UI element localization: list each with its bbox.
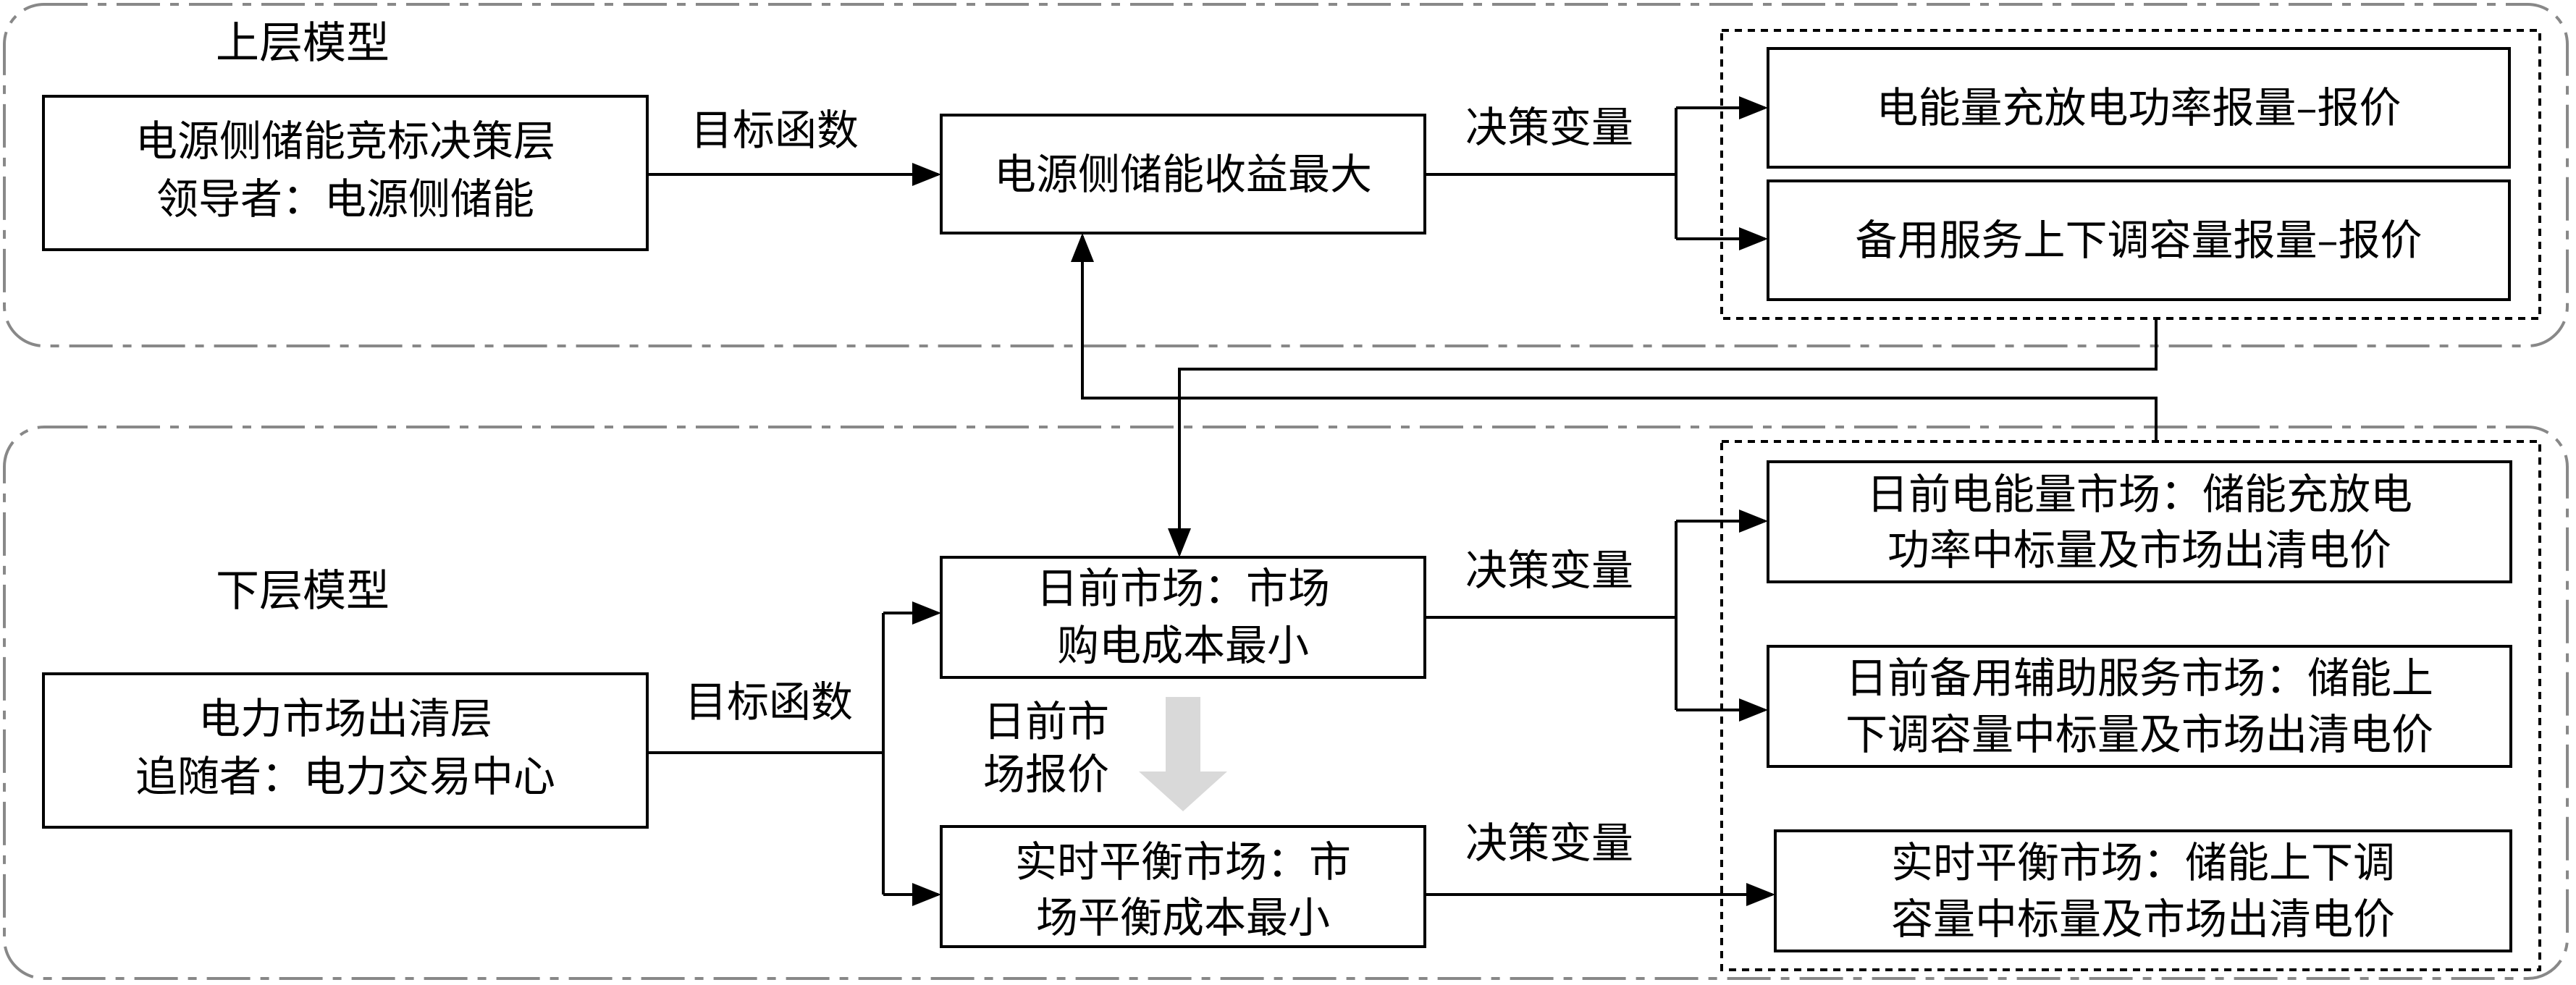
follower-box	[42, 672, 649, 829]
lower-model-title: 下层模型	[216, 566, 390, 617]
upper-to-lower-arrow	[1168, 318, 2158, 557]
lower-output-box-2	[1767, 645, 2512, 768]
follower-box-line2: 追随者：电力交易中心	[135, 752, 555, 801]
realtime-market-box	[940, 825, 1426, 948]
upper-objective-label: 目标函数	[691, 106, 859, 155]
lower-decision-label-2: 决策变量	[1465, 819, 1633, 868]
upper-model-region	[3, 3, 2569, 347]
lower-output-1-line1: 日前电能量市场：储能充放电	[1866, 470, 2412, 519]
lower-output-1-line2: 功率中标量及市场出清电价	[1887, 525, 2391, 575]
lower-model-region	[3, 426, 2569, 980]
bid-handoff-arrow-icon	[1139, 697, 1227, 811]
leader-box-line2: 领导者：电源侧储能	[156, 174, 534, 224]
lower-output-box-3	[1774, 829, 2512, 952]
realtime-market-line1: 实时平衡市场：市	[1015, 837, 1351, 887]
upper-output-2-text: 备用服务上下调容量报量–报价	[1855, 216, 2422, 265]
upper-objective-box	[940, 114, 1426, 234]
lower-output-box-1	[1767, 460, 2512, 583]
upper-objective-box-text: 电源侧储能收益最大	[994, 150, 1372, 199]
lower-to-upper-arrow	[1071, 233, 2158, 441]
dayahead-bid-label-line1: 日前市	[983, 697, 1109, 746]
upper-output-box-2	[1767, 179, 2511, 301]
lower-output-2-line2: 下调容量中标量及市场出清电价	[1845, 710, 2433, 759]
dayahead-market-line1: 日前市场：市场	[1036, 564, 1330, 613]
lower-output-3-line1: 实时平衡市场：储能上下调	[1891, 838, 2395, 887]
leader-box-line1: 电源侧储能竞标决策层	[135, 117, 555, 166]
lower-objective-label: 目标函数	[685, 677, 853, 727]
lower-output-container	[1720, 440, 2541, 971]
upper-output-1-text: 电能量充放电功率报量–报价	[1876, 83, 2401, 132]
dayahead-market-line2: 购电成本最小	[1057, 621, 1309, 670]
lower-decision-label-1: 决策变量	[1465, 546, 1633, 595]
follower-box-line1: 电力市场出清层	[198, 694, 492, 743]
upper-decision-label: 决策变量	[1465, 103, 1633, 152]
upper-output-container	[1720, 29, 2541, 320]
dayahead-market-box	[940, 556, 1426, 679]
lower-output-2-line1: 日前备用辅助服务市场：储能上	[1845, 654, 2433, 703]
upper-model-title: 上层模型	[216, 18, 390, 69]
upper-output-box-1	[1767, 47, 2511, 169]
dayahead-bid-label-line2: 场报价	[983, 750, 1109, 799]
lower-output-3-line2: 容量中标量及市场出清电价	[1891, 895, 2395, 944]
realtime-market-line2: 场平衡成本最小	[1036, 893, 1330, 942]
leader-box	[42, 95, 649, 251]
